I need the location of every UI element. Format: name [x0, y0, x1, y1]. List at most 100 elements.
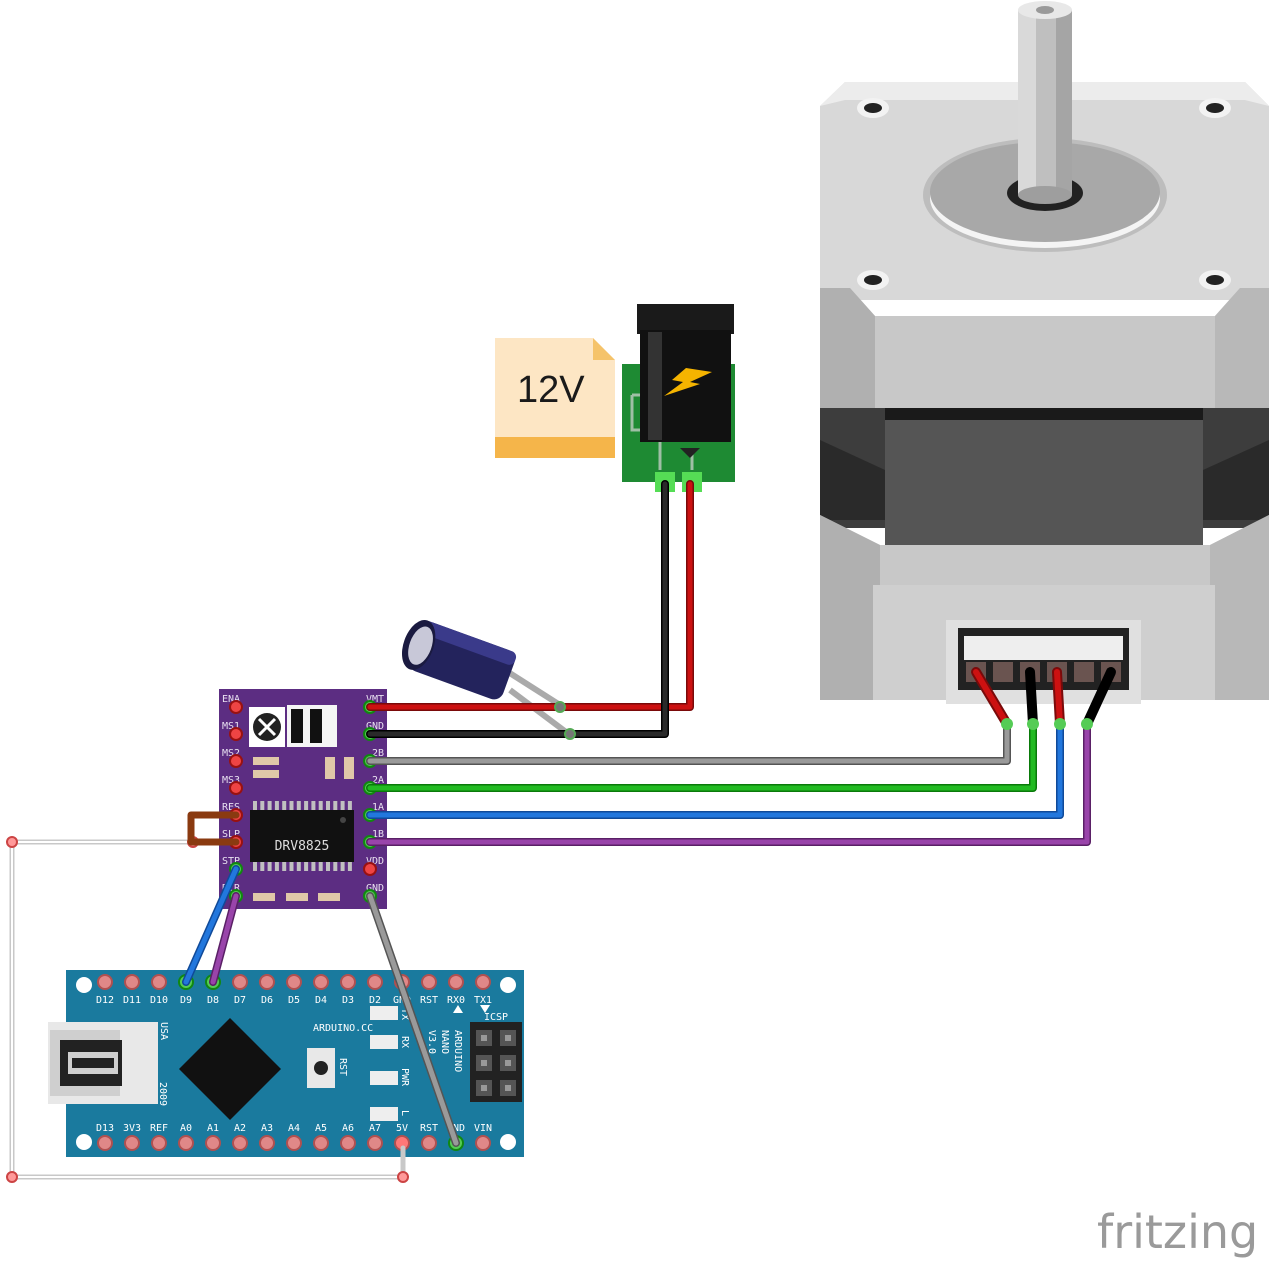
chip-leg [289, 801, 294, 811]
nano-pin[interactable] [151, 974, 167, 990]
nano-pin[interactable] [151, 1135, 167, 1151]
nano-pin[interactable] [259, 974, 275, 990]
led-rx [370, 1035, 398, 1049]
nano-name-line2: NANO [439, 1030, 450, 1054]
chip-leg [347, 801, 352, 811]
chip-leg [253, 861, 257, 871]
wire-vmot-red[interactable] [366, 480, 694, 711]
nano-pin[interactable] [340, 974, 356, 990]
nano-pin-label: D5 [288, 995, 300, 1006]
chip-leg [282, 801, 287, 811]
led-tx [370, 1006, 398, 1020]
chip-leg [304, 861, 309, 871]
nano-pin[interactable] [286, 1135, 302, 1151]
wire-1b-purple[interactable] [366, 720, 1091, 846]
nano-pin[interactable] [232, 974, 248, 990]
nano-brand-label: ARDUINO.CC [313, 1023, 373, 1034]
nano-pin-label: D9 [180, 995, 192, 1006]
chip-leg [267, 801, 272, 811]
driver-pin-label: 2B [372, 748, 384, 759]
nano-pin-label: D7 [234, 995, 246, 1006]
nano-pin[interactable] [475, 974, 491, 990]
led-label-l: L [399, 1110, 410, 1116]
wires [6, 480, 1116, 1183]
icsp-label: ICSP [484, 1012, 508, 1023]
nano-pin-label: REF [150, 1123, 168, 1134]
stepper-motor [820, 1, 1269, 704]
nano-pin[interactable] [97, 974, 113, 990]
electrolytic-capacitor [401, 619, 572, 738]
driver-pin[interactable] [229, 754, 243, 768]
nano-pin[interactable] [232, 1135, 248, 1151]
nano-pin-label: D6 [261, 995, 273, 1006]
chip-leg [311, 801, 316, 811]
driver-pin-label: MS3 [222, 775, 240, 786]
nano-pin[interactable] [421, 974, 437, 990]
nano-pin[interactable] [313, 974, 329, 990]
nano-pin[interactable] [313, 1135, 329, 1151]
potentiometer-icon [257, 717, 277, 737]
nano-pin-label: D10 [150, 995, 168, 1006]
nano-pin-label: D13 [96, 1123, 114, 1134]
voltage-note: 12V [495, 338, 615, 458]
nano-pin-label: GND [393, 995, 411, 1006]
chip-leg [274, 801, 279, 811]
nano-pin[interactable] [448, 974, 464, 990]
chip-leg [326, 801, 330, 811]
driver-pin-label: SLP [222, 829, 240, 840]
driver-pin-label: VDD [366, 856, 384, 867]
led-label-tx: TX [399, 1008, 410, 1020]
chip-leg [289, 861, 294, 871]
led-l [370, 1107, 398, 1121]
driver-pin[interactable] [229, 727, 243, 741]
nano-pin-label: D3 [342, 995, 354, 1006]
nano-pin[interactable] [475, 1135, 491, 1151]
nano-pin[interactable] [259, 1135, 275, 1151]
nano-pin-label: GND [447, 1123, 465, 1134]
nano-pin-label: RST [420, 1123, 438, 1134]
nano-pin[interactable] [286, 974, 302, 990]
chip-leg [267, 861, 272, 871]
jack-barrel-top [637, 304, 734, 334]
chip-leg [260, 801, 265, 811]
nano-pin-label: D12 [96, 995, 114, 1006]
driver-pin[interactable] [229, 781, 243, 795]
led-label-rx: RX [399, 1036, 410, 1048]
driver-pin[interactable] [229, 700, 243, 714]
nano-pin[interactable] [421, 1135, 437, 1151]
nano-pin[interactable] [97, 1135, 113, 1151]
wire-res-slp-jumper[interactable] [187, 811, 240, 846]
led-pwr [370, 1071, 398, 1085]
drv8825-chip [250, 810, 354, 862]
nano-pin[interactable] [340, 1135, 356, 1151]
nano-pin-label: A7 [369, 1123, 381, 1134]
nano-pin[interactable] [205, 1135, 221, 1151]
motor-upper-body [820, 288, 1269, 440]
year-label: 2009 [157, 1082, 168, 1106]
driver-pin-label: VMT [366, 694, 384, 705]
nano-pin[interactable] [178, 1135, 194, 1151]
nano-pin-label: A6 [342, 1123, 354, 1134]
chip-leg [318, 861, 323, 871]
nano-pin[interactable] [124, 974, 140, 990]
nano-pin[interactable] [367, 1135, 383, 1151]
nano-pin-label: A3 [261, 1123, 273, 1134]
wire-2b-gray[interactable] [366, 720, 1011, 765]
dc-power-jack [622, 304, 735, 492]
driver-pin-label: 1A [372, 802, 384, 813]
voltage-label: 12V [517, 369, 585, 411]
driver-pin-label: MS1 [222, 721, 240, 732]
nano-pin-label: TX1 [474, 995, 492, 1006]
chip-leg [333, 861, 338, 871]
nano-pin[interactable] [124, 1135, 140, 1151]
nano-pin[interactable] [367, 974, 383, 990]
chip-leg [318, 801, 323, 811]
driver-pin[interactable] [363, 862, 377, 876]
nano-pin-label: D4 [315, 995, 327, 1006]
led-label-pwr: PWR [399, 1068, 410, 1087]
nano-pin-label: A5 [315, 1123, 327, 1134]
nano-name-line1: ARDUINO [452, 1030, 463, 1072]
driver-pin-label: 2A [372, 775, 384, 786]
